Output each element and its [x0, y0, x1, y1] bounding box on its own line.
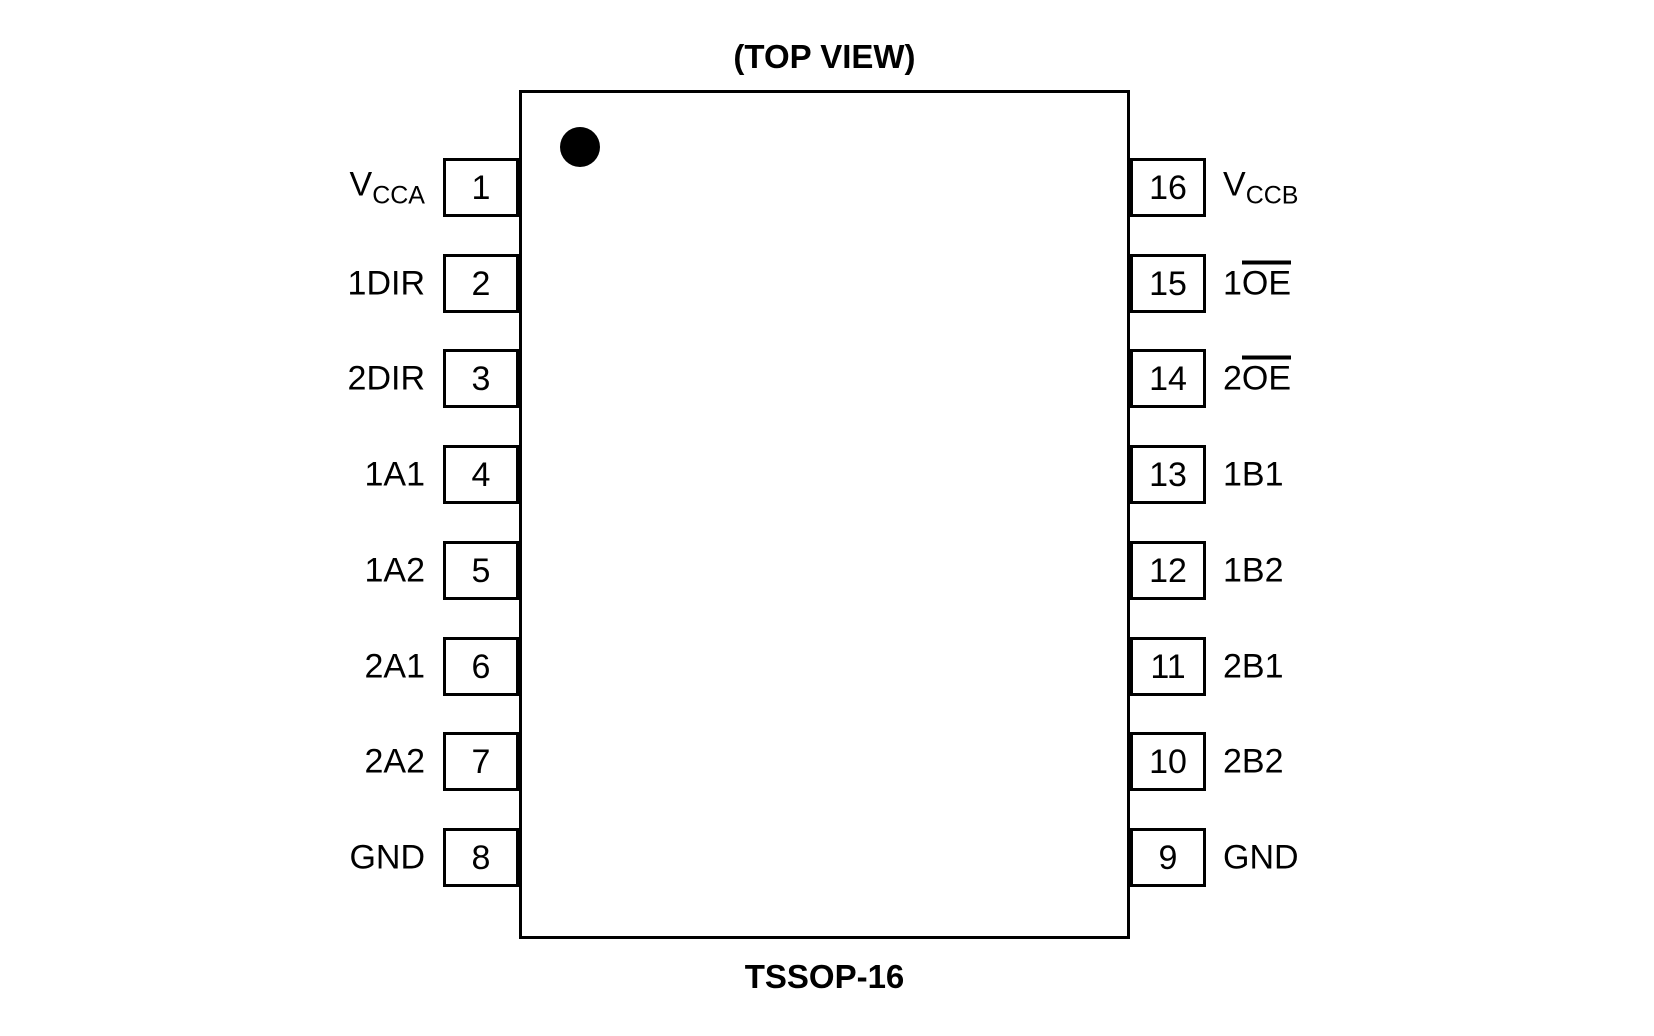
pin-number: 15: [1149, 264, 1187, 303]
pin-box-2: 2: [443, 254, 519, 313]
pin-label-text: GND: [1223, 838, 1299, 876]
pin-number: 10: [1149, 742, 1187, 781]
pin-row-left-6: 6 2A1: [0, 637, 1654, 696]
pin-label-text: 1B2: [1223, 551, 1284, 589]
pin-number: 8: [471, 838, 491, 877]
pin-number: 12: [1149, 551, 1187, 590]
pin-row-left-5: 5 1A2: [0, 541, 1654, 600]
pin-number: 1: [471, 168, 491, 207]
pin-label: 1B2: [1223, 551, 1284, 590]
pin-box-1: 1: [443, 158, 519, 217]
pin-box-12: 12: [1130, 541, 1206, 600]
pin-label: 2B2: [1223, 742, 1284, 781]
pin-label-text: 1DIR: [347, 264, 425, 302]
pin-label: 1A2: [365, 551, 426, 590]
pin-label: 2OE: [1223, 355, 1292, 398]
pin-label-text: GND: [349, 838, 425, 876]
ic-package-body: [519, 90, 1130, 939]
pin-label: 1B1: [1223, 455, 1284, 494]
pin-box-4: 4: [443, 445, 519, 504]
pin-label-text: 2A1: [364, 647, 426, 685]
pin-label-text: 2B2: [1223, 742, 1284, 780]
pin-row-left-7: 7 2A2: [0, 732, 1654, 791]
pin-row-right-9: 9 GND: [0, 828, 1654, 887]
pin-box-13: 13: [1130, 445, 1206, 504]
pin-label: 1A1: [365, 455, 426, 494]
pin-label: 2B1: [1223, 647, 1284, 686]
pin-row-left-4: 4 1A1: [0, 445, 1654, 504]
pin-number: 3: [471, 359, 491, 398]
pin-label: GND: [349, 838, 425, 877]
pin-box-16: 16: [1130, 158, 1206, 217]
pin-box-7: 7: [443, 732, 519, 791]
pin-label-subscript: CCA: [372, 181, 425, 209]
pin-row-left-8: 8 GND: [0, 828, 1654, 887]
pin-row-right-12: 12 1B2: [0, 541, 1654, 600]
pin-row-right-14: 14 2OE: [0, 349, 1654, 408]
pin-number: 11: [1150, 647, 1186, 686]
pin-label-text: 2DIR: [347, 359, 425, 397]
pin-box-3: 3: [443, 349, 519, 408]
pin-label: 2A2: [365, 742, 426, 781]
pin-label: 2A1: [365, 647, 426, 686]
pin-label-subscript: CCB: [1245, 181, 1299, 209]
pin-label: 1OE: [1223, 260, 1292, 303]
pin-label-text: V: [349, 165, 373, 203]
pin-number: 4: [471, 455, 491, 494]
pin-1-indicator-dot: [560, 127, 600, 167]
pin-box-5: 5: [443, 541, 519, 600]
pin-number: 6: [471, 647, 491, 686]
pin-label-text: 1: [1223, 264, 1242, 302]
pin-label-text: 1B1: [1223, 455, 1284, 493]
pin-label-text: 2B1: [1223, 647, 1284, 685]
pin-label-overline: OE: [1241, 355, 1292, 397]
pin-row-right-11: 11 2B1: [0, 637, 1654, 696]
pin-box-9: 9: [1130, 828, 1206, 887]
pin-number: 2: [471, 264, 491, 303]
pin-label-text: 1A2: [364, 551, 426, 589]
pin-label: 1DIR: [348, 264, 425, 303]
pin-label-text: V: [1223, 165, 1246, 203]
package-name: TSSOP-16: [744, 958, 905, 995]
pin-number: 13: [1149, 455, 1187, 494]
pin-row-left-3: 3 2DIR: [0, 349, 1654, 408]
pin-label: 2DIR: [348, 359, 425, 398]
pin-label-text: 2A2: [364, 742, 426, 780]
pin-label: VCCB: [1223, 165, 1298, 210]
pin-label: VCCA: [350, 165, 425, 210]
pin-number: 7: [471, 742, 491, 781]
pin-box-6: 6: [443, 637, 519, 696]
pin-number: 9: [1158, 838, 1178, 877]
pin-row-left-2: 2 1DIR: [0, 254, 1654, 313]
pin-number: 14: [1149, 359, 1187, 398]
pin-box-8: 8: [443, 828, 519, 887]
pin-box-15: 15: [1130, 254, 1206, 313]
pin-row-right-10: 10 2B2: [0, 732, 1654, 791]
pin-number: 16: [1149, 168, 1187, 207]
pin-label-text: 1A1: [364, 455, 426, 493]
pin-box-14: 14: [1130, 349, 1206, 408]
pin-box-11: 11: [1130, 637, 1206, 696]
pin-number: 5: [471, 551, 491, 590]
pin-label: GND: [1223, 838, 1299, 877]
pin-row-right-13: 13 1B1: [0, 445, 1654, 504]
diagram-title: (TOP VIEW): [733, 38, 916, 75]
pin-label-overline: OE: [1241, 260, 1292, 302]
pin-row-right-15: 15 1OE: [0, 254, 1654, 313]
pin-label-text: 2: [1223, 359, 1242, 397]
pin-box-10: 10: [1130, 732, 1206, 791]
